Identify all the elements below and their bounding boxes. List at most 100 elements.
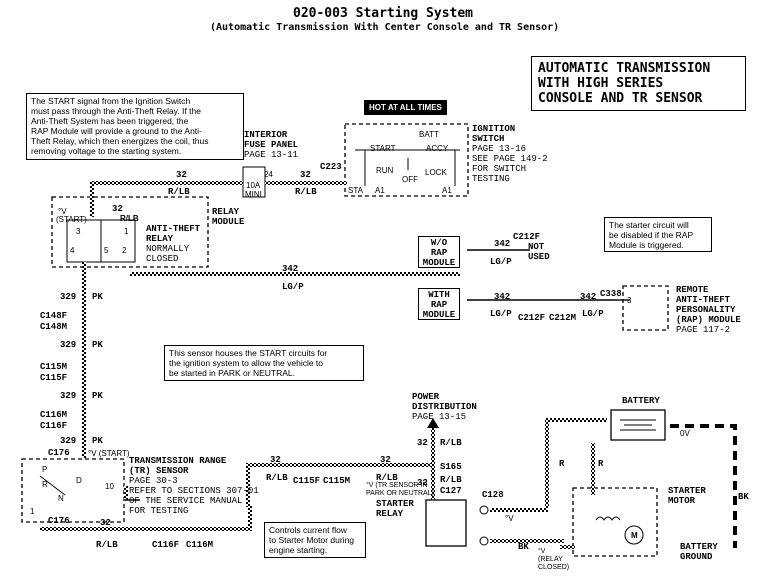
connector-c338: C338 xyxy=(600,289,622,299)
ignition-switch-outline xyxy=(344,123,469,197)
wire-color: LG/P xyxy=(490,257,512,267)
box-line: MODULE xyxy=(422,310,456,320)
tr-line: FOR TESTING xyxy=(129,506,189,516)
callout-line: the ignition system to allow the vehicle… xyxy=(169,358,324,368)
callout-line: The starter circuit will xyxy=(609,220,689,230)
callout-line: This sensor houses the START circuits fo… xyxy=(169,348,328,358)
wire-label: 32 xyxy=(417,478,428,488)
wire-label: 329 xyxy=(60,340,77,350)
relay-volt-start: °V xyxy=(505,514,514,523)
tr-pos-r: R xyxy=(42,480,48,489)
callout-line: engine starting. xyxy=(269,545,328,555)
wire-label: 32 xyxy=(176,170,187,180)
rvc-line: CLOSED) xyxy=(538,564,570,571)
sr-line: RELAY xyxy=(376,509,404,519)
relay-pin-5: 5 xyxy=(104,246,109,255)
sr-line: STARTER xyxy=(376,499,414,509)
wire-to-starter-relay-a xyxy=(490,508,548,512)
tr-line: OF THE SERVICE MANUAL xyxy=(129,496,243,506)
wire-color: PK xyxy=(92,292,103,302)
wire-32-tr-to-s165 xyxy=(246,463,431,467)
starter-disabled-callout: The starter circuit will be disabled if … xyxy=(604,217,712,252)
fuse-number: 24 xyxy=(264,170,273,179)
switch-a1-left: A1 xyxy=(375,186,385,195)
ignition-line: TESTING xyxy=(472,174,510,184)
callout-line: removing voltage to the starting system. xyxy=(31,146,182,156)
starter-relay-label: STARTER RELAY xyxy=(376,499,414,519)
rap-line: (RAP) MODULE xyxy=(676,315,741,325)
relay-module-line: RELAY xyxy=(212,207,240,217)
relay-volt: °V xyxy=(58,207,67,216)
motor-symbol xyxy=(624,525,644,545)
wire-starter-bottom xyxy=(560,545,575,549)
wire-color: LG/P xyxy=(582,309,604,319)
wire-32-bottom-up xyxy=(248,505,252,531)
tr-pos-n: N xyxy=(58,494,64,503)
wire-color: BK xyxy=(518,542,529,552)
tr-pos-d: D xyxy=(76,476,82,485)
tr-pos-p: P xyxy=(42,465,48,474)
power-arrow xyxy=(427,418,439,428)
rap-line: PAGE 117-2 xyxy=(676,325,731,335)
box-line: MODULE xyxy=(422,258,456,268)
wire-color: R/LB xyxy=(440,475,462,485)
wire-label: 342 xyxy=(494,239,511,249)
wire-color: PK xyxy=(92,436,103,446)
relay-module-label: RELAY MODULE xyxy=(212,207,244,227)
fuse-type: MINI xyxy=(245,190,262,199)
relay-line: ANTI-THEFT xyxy=(146,224,201,234)
wire-32-bottom xyxy=(40,527,252,531)
tr-volt-start: °V (START) xyxy=(88,449,130,458)
relay-line: CLOSED xyxy=(146,254,179,264)
tr-sensor-callout: This sensor houses the START circuits fo… xyxy=(164,345,364,381)
wire-color: R/LB xyxy=(266,473,288,483)
wire-r-starter xyxy=(591,443,595,495)
switch-off: OFF xyxy=(402,175,418,184)
not-used-line: USED xyxy=(528,252,550,262)
starter-relay-symbol xyxy=(425,499,467,547)
starter-motor-outline xyxy=(572,487,658,557)
box-line: W/O xyxy=(430,238,448,248)
not-used-label: NOT USED xyxy=(528,242,550,262)
motor-m: M xyxy=(631,531,638,540)
switch-accy: ACCY xyxy=(426,144,449,153)
tr-pin-1: 1 xyxy=(30,507,35,516)
wire-color: BK xyxy=(738,492,749,502)
wire-32-relay-drop xyxy=(90,181,94,217)
relay-module-outline xyxy=(51,196,209,268)
relay-volt-start: (START) xyxy=(56,215,87,224)
callout-line: be started in PARK or NEUTRAL. xyxy=(169,368,295,378)
wire-r-battery xyxy=(545,420,549,508)
wire-label: 32 xyxy=(380,455,391,465)
battery-ground-label: BATTERY GROUND xyxy=(680,542,718,562)
relay-module-line: MODULE xyxy=(212,217,245,227)
connector-c223: C223 xyxy=(320,162,342,172)
tr-line: REFER TO SECTIONS 307-01 xyxy=(129,486,259,496)
starter-motor-label: STARTER MOTOR xyxy=(668,486,706,506)
tr-line: PAGE 30-3 xyxy=(129,476,178,486)
ignition-line: SEE PAGE 149-2 xyxy=(472,154,548,164)
page-title: 020-003 Starting System xyxy=(293,6,474,21)
wire-label: 32 xyxy=(300,170,311,180)
wire-32-tr-right xyxy=(246,463,250,507)
battery-label: BATTERY xyxy=(622,396,660,406)
wire-color: R/LB xyxy=(295,187,317,197)
wire-color: LG/P xyxy=(282,282,304,292)
relay-pin-4: 4 xyxy=(70,246,75,255)
splice-s165: S165 xyxy=(440,462,462,472)
switch-a1-right: A1 xyxy=(442,186,452,195)
switch-start: START xyxy=(370,144,396,153)
connector-c212m: C212M xyxy=(549,313,577,323)
connector-c116m: C116M xyxy=(40,410,68,420)
switch-lock: LOCK xyxy=(425,168,447,177)
tr-pin-10: 10 xyxy=(105,482,114,491)
controls-current-callout: Controls current flow to Starter Motor d… xyxy=(264,522,366,558)
box-line: WITH xyxy=(428,290,450,300)
wire-329-vertical xyxy=(82,262,86,458)
rvc-line: (RELAY xyxy=(538,556,563,563)
tr-sensor-label: TRANSMISSION RANGE (TR) SENSOR PAGE 30-3… xyxy=(129,456,259,516)
connector-c148f: C148F xyxy=(40,311,68,321)
callout-line: Module is triggered. xyxy=(609,240,684,250)
rap-line: ANTI-THEFT xyxy=(676,295,731,305)
